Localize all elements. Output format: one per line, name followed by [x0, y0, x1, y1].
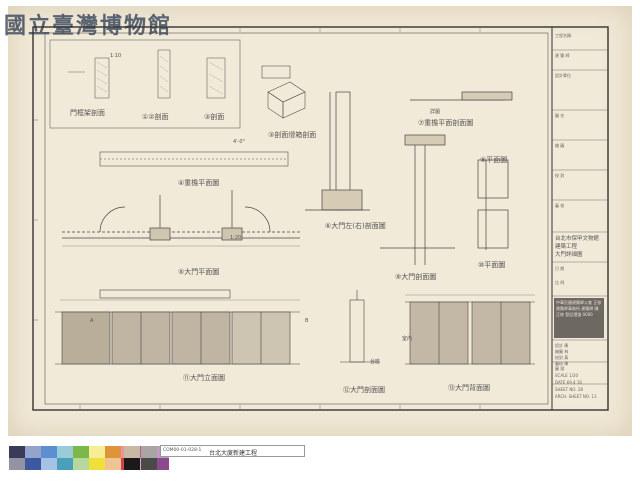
- section-center-left: [305, 91, 370, 211]
- view-label: ④重檐平面圖: [178, 179, 220, 187]
- annotation-text: A: [90, 318, 94, 324]
- tb-footer-2: SHEET NO. 28: [555, 387, 583, 392]
- view-label: ③剖面: [204, 113, 225, 121]
- view-label: ⑩平面圖: [478, 261, 506, 269]
- annotation-text: 1:20: [230, 235, 242, 241]
- gray-swatch: [141, 458, 157, 470]
- color-swatch-light: [41, 458, 57, 470]
- title-block: 工程名稱 建 築 師 設計單位 圖 名 繪 圖 校 對 審 核 台北市保甲文物館…: [553, 30, 606, 408]
- view-label: ⑪大門立面圖: [183, 374, 225, 382]
- view-label: 門框架剖面: [70, 109, 105, 117]
- color-swatch: [25, 458, 41, 470]
- annotation-text: 4'-0": [233, 139, 245, 145]
- view-label: ③剖面燈箱剖面: [268, 131, 317, 139]
- door-elevation-front: [55, 289, 300, 365]
- color-swatch: [105, 446, 121, 458]
- view-label: ⑧平面圖: [480, 156, 508, 164]
- color-swatch-light: [73, 458, 89, 470]
- view-label: ⑥大門左(右)剖面圖: [325, 222, 386, 230]
- archive-caption: COM00-01-028-1 台北大廈新建工程: [160, 445, 305, 457]
- view-label: ⑨大門剖面圖: [395, 273, 437, 281]
- door-plan: [62, 190, 300, 241]
- color-swatch-light: [9, 458, 25, 470]
- tb-row-draw: 繪 圖: [555, 143, 565, 148]
- outer-border: [32, 26, 609, 411]
- gray-swatch: [141, 446, 157, 458]
- tb-row-check: 校 對: [555, 173, 565, 178]
- titleblock-lines: [552, 49, 608, 385]
- section-right: [410, 91, 513, 250]
- color-swatch: [89, 458, 105, 470]
- annotation-text: 台座: [370, 359, 381, 365]
- tb-row-scale: 比 例: [555, 280, 565, 285]
- tb-drawing-name: 大門詳細圖: [555, 252, 583, 258]
- color-swatch-light: [105, 458, 121, 470]
- color-swatch: [41, 446, 57, 458]
- annotation-text: B: [305, 318, 309, 324]
- color-swatch-light: [89, 446, 105, 458]
- annotation-text: 室內: [402, 336, 413, 342]
- color-swatch: [153, 458, 169, 470]
- gray-swatch: [124, 458, 140, 470]
- door-section-side: [340, 290, 380, 363]
- inner-border: [44, 32, 549, 405]
- section-center-right: [380, 134, 455, 265]
- color-swatch-light: [57, 446, 73, 458]
- isometric-detail: [261, 65, 306, 119]
- tb-row-project: 工程名稱: [555, 33, 571, 38]
- color-swatch: [73, 446, 89, 458]
- tb-sub-0: 設計 陳: [555, 343, 569, 348]
- view-label: ⑦重檐平面剖面圖: [418, 119, 474, 127]
- view-label: ⑫大門剖面圖: [343, 386, 385, 394]
- hatching-details: [96, 55, 224, 95]
- tb-row-design: 設計單位: [555, 73, 571, 78]
- tb-project-drawing: 台北市保甲文物館建築工程 大門詳細圖: [555, 235, 603, 259]
- archive-id: COM00-01-028-1: [163, 448, 202, 453]
- edge-ticks: [33, 27, 481, 410]
- annotation-text: 1:10: [110, 53, 122, 59]
- tb-row-architect: 建 築 師: [555, 53, 570, 58]
- tb-sub-2: 校對 黃: [555, 355, 569, 360]
- door-elevation-back: [405, 301, 535, 365]
- museum-watermark: 國立臺灣博物館: [4, 13, 173, 39]
- drawing-sheet: [8, 6, 632, 436]
- view-label: ⑬大門背面圖: [448, 384, 490, 392]
- tb-row-date: 日 期: [555, 266, 565, 271]
- tb-footer-0: SCALE 1/20: [555, 373, 579, 378]
- gray-swatch: [124, 446, 140, 458]
- ceiling-plan: [99, 151, 289, 167]
- tb-row-number: 圖 號: [555, 366, 565, 371]
- tb-sub-1: 繪圖 林: [555, 349, 569, 354]
- archive-title: 台北大廈新建工程: [209, 449, 258, 457]
- tb-project-name: 台北市保甲文物館建築工程: [555, 236, 600, 250]
- tb-row-review: 審 核: [555, 203, 565, 208]
- view-label: ⑤大門平面圖: [178, 268, 220, 276]
- color-swatch: [9, 446, 25, 458]
- color-swatch-light: [25, 446, 41, 458]
- tb-row-name: 圖 名: [555, 113, 565, 118]
- annotation-text: 詳圖: [430, 109, 441, 115]
- dimension-lines: [60, 245, 535, 301]
- tb-sub-3: 審核 陳: [555, 361, 569, 366]
- color-swatch: [57, 458, 73, 470]
- detail-box-top-left: [49, 39, 241, 129]
- view-label: ①②剖面: [142, 113, 169, 121]
- architect-stamp: 中華民國建築師公會 正修建築師事務所 建築師 陳正修 登記證號 0000: [554, 298, 604, 338]
- tb-footer-3: ARCH. SHEET NO. 13: [555, 394, 597, 399]
- tb-footer-1: DATE 69.4.16: [555, 380, 582, 385]
